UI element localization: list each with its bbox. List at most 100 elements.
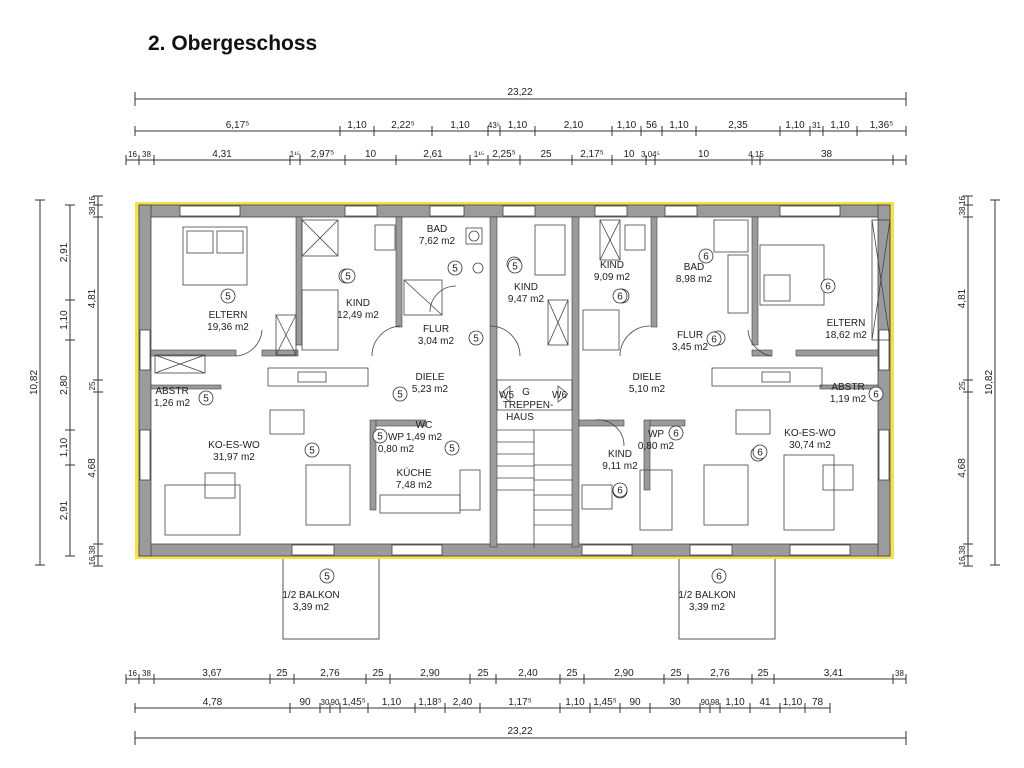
dim-top-row2: 10 (698, 149, 710, 160)
dim-bottom-row1: 38 (142, 669, 151, 678)
dim-top-row2: 25 (540, 149, 552, 160)
stair-label: HAUS (506, 412, 534, 423)
dim-top-row2: 10 (365, 149, 377, 160)
unit-marker: 5 (345, 272, 351, 283)
unit-marker: 5 (225, 292, 231, 303)
dim-top-row2: 4,31 (212, 149, 232, 160)
dim-bottom-row1: 2,90 (420, 668, 440, 679)
unit-marker: 5 (203, 394, 209, 405)
room-area: 30,74 m2 (789, 440, 831, 451)
unit-marker-circle (319, 568, 335, 584)
insulation-right (890, 204, 894, 559)
dim-right-outer: 10,82 (984, 370, 995, 395)
stair-label: TREPPEN- (503, 400, 554, 411)
room-name: FLUR (423, 324, 449, 335)
room-area: 31,97 m2 (213, 452, 255, 463)
room-area: 19,36 m2 (207, 322, 249, 333)
room-name: DIELE (633, 372, 662, 383)
dim-left-b: 16 (88, 556, 97, 565)
dim-top-row1: 31 (812, 121, 821, 130)
unit-marker-circle (304, 442, 320, 458)
room-name: BAD (427, 224, 448, 235)
dim-top-row1: 43⁵ (488, 121, 500, 130)
dim-top-row1: 1,10 (508, 120, 528, 131)
room-area: 9,47 m2 (508, 294, 545, 305)
unit-marker: 6 (711, 335, 717, 346)
unit-marker: 6 (873, 390, 879, 401)
room-name: KIND (600, 260, 624, 271)
dimension-lines (35, 92, 1000, 745)
dim-bottom-total: 23,22 (507, 726, 532, 737)
room-name: KIND (608, 449, 632, 460)
unit-marker-circle (706, 331, 722, 347)
unit-marker: 5 (473, 334, 479, 345)
dim-top-row1: 1,10 (669, 120, 689, 131)
room-area: 3,04 m2 (418, 336, 455, 347)
dim-right-b: 25 (958, 381, 967, 390)
unit-marker-circle (507, 258, 523, 274)
unit-marker: 6 (617, 292, 623, 303)
unit-marker: 6 (757, 448, 763, 459)
page-title: 2. Obergeschoss (148, 32, 318, 55)
dim-bottom-row1: 3,41 (824, 668, 844, 679)
dim-left-a: 2,91 (59, 242, 70, 262)
room-name: 1/2 BALKON (678, 590, 735, 601)
dim-right-b: 4,81 (957, 288, 968, 308)
unit-marker-circle (444, 440, 460, 456)
room-area: 1,49 m2 (406, 432, 443, 443)
room-area: 1,26 m2 (154, 398, 191, 409)
door-swings (235, 285, 773, 447)
unit-marker: 6 (673, 429, 679, 440)
unit-marker-circle (198, 390, 214, 406)
room-name: ELTERN (827, 318, 866, 329)
dim-bottom-row1: 2,76 (320, 668, 340, 679)
unit-marker-circle (698, 248, 714, 264)
dim-bottom-row2: 1,45⁵ (593, 697, 617, 708)
unit-marker-circle (752, 444, 768, 460)
dim-bottom-row1: 16 (128, 669, 137, 678)
room-area: 5,23 m2 (412, 384, 449, 395)
dim-top-row1: 1,10 (617, 120, 637, 131)
dim-top-row1: 2,10 (564, 120, 584, 131)
dim-left-b: 38 (88, 545, 97, 554)
dim-bottom-row2: 1,10 (725, 697, 745, 708)
dim-bottom-row1: 25 (372, 668, 384, 679)
room-area: 3,39 m2 (689, 602, 726, 613)
unit-marker: 6 (617, 486, 623, 497)
dim-bottom-row2: 1,10 (565, 697, 585, 708)
dim-bottom-row1: 38 (895, 669, 904, 678)
unit-marker-circle (868, 386, 884, 402)
windows (139, 205, 890, 556)
dim-top-row2: 38 (142, 150, 151, 159)
dim-bottom-row2: 41 (759, 697, 771, 708)
unit-marker: 6 (716, 572, 722, 583)
room-name: KO-ES-WO (784, 428, 836, 439)
dim-bottom-row2: 98 (711, 698, 720, 707)
room-name: DIELE (416, 372, 445, 383)
interior-walls (150, 216, 879, 548)
dim-right-b: 4,68 (957, 458, 968, 478)
room-area: 8,98 m2 (676, 274, 713, 285)
dim-right-b: 16 (958, 196, 967, 205)
unit-marker: 5 (324, 572, 330, 583)
dim-top-row1: 1,10 (347, 120, 367, 131)
dim-bottom-row1: 3,67 (202, 668, 222, 679)
room-name: ABSTR (155, 386, 188, 397)
dim-top-row1: 2,35 (728, 120, 748, 131)
dim-bottom-row2: 4,78 (203, 697, 223, 708)
dim-bottom-row1: 25 (276, 668, 288, 679)
room-area: 7,48 m2 (396, 480, 433, 491)
dim-bottom-row2: 90 (701, 698, 710, 707)
room-name: WC (416, 420, 433, 431)
dim-bottom-row2: 1,10 (382, 697, 402, 708)
room-area: 18,62 m2 (825, 330, 867, 341)
room-name: BAD (684, 262, 705, 273)
stair-marker: G (522, 387, 530, 398)
dim-bottom-row2: 90 (629, 697, 641, 708)
dim-bottom-row2: 30 (669, 697, 681, 708)
dim-top-total: 23,22 (507, 87, 532, 98)
unit-marker-circle (820, 278, 836, 294)
dim-left-b: 4,68 (87, 458, 98, 478)
